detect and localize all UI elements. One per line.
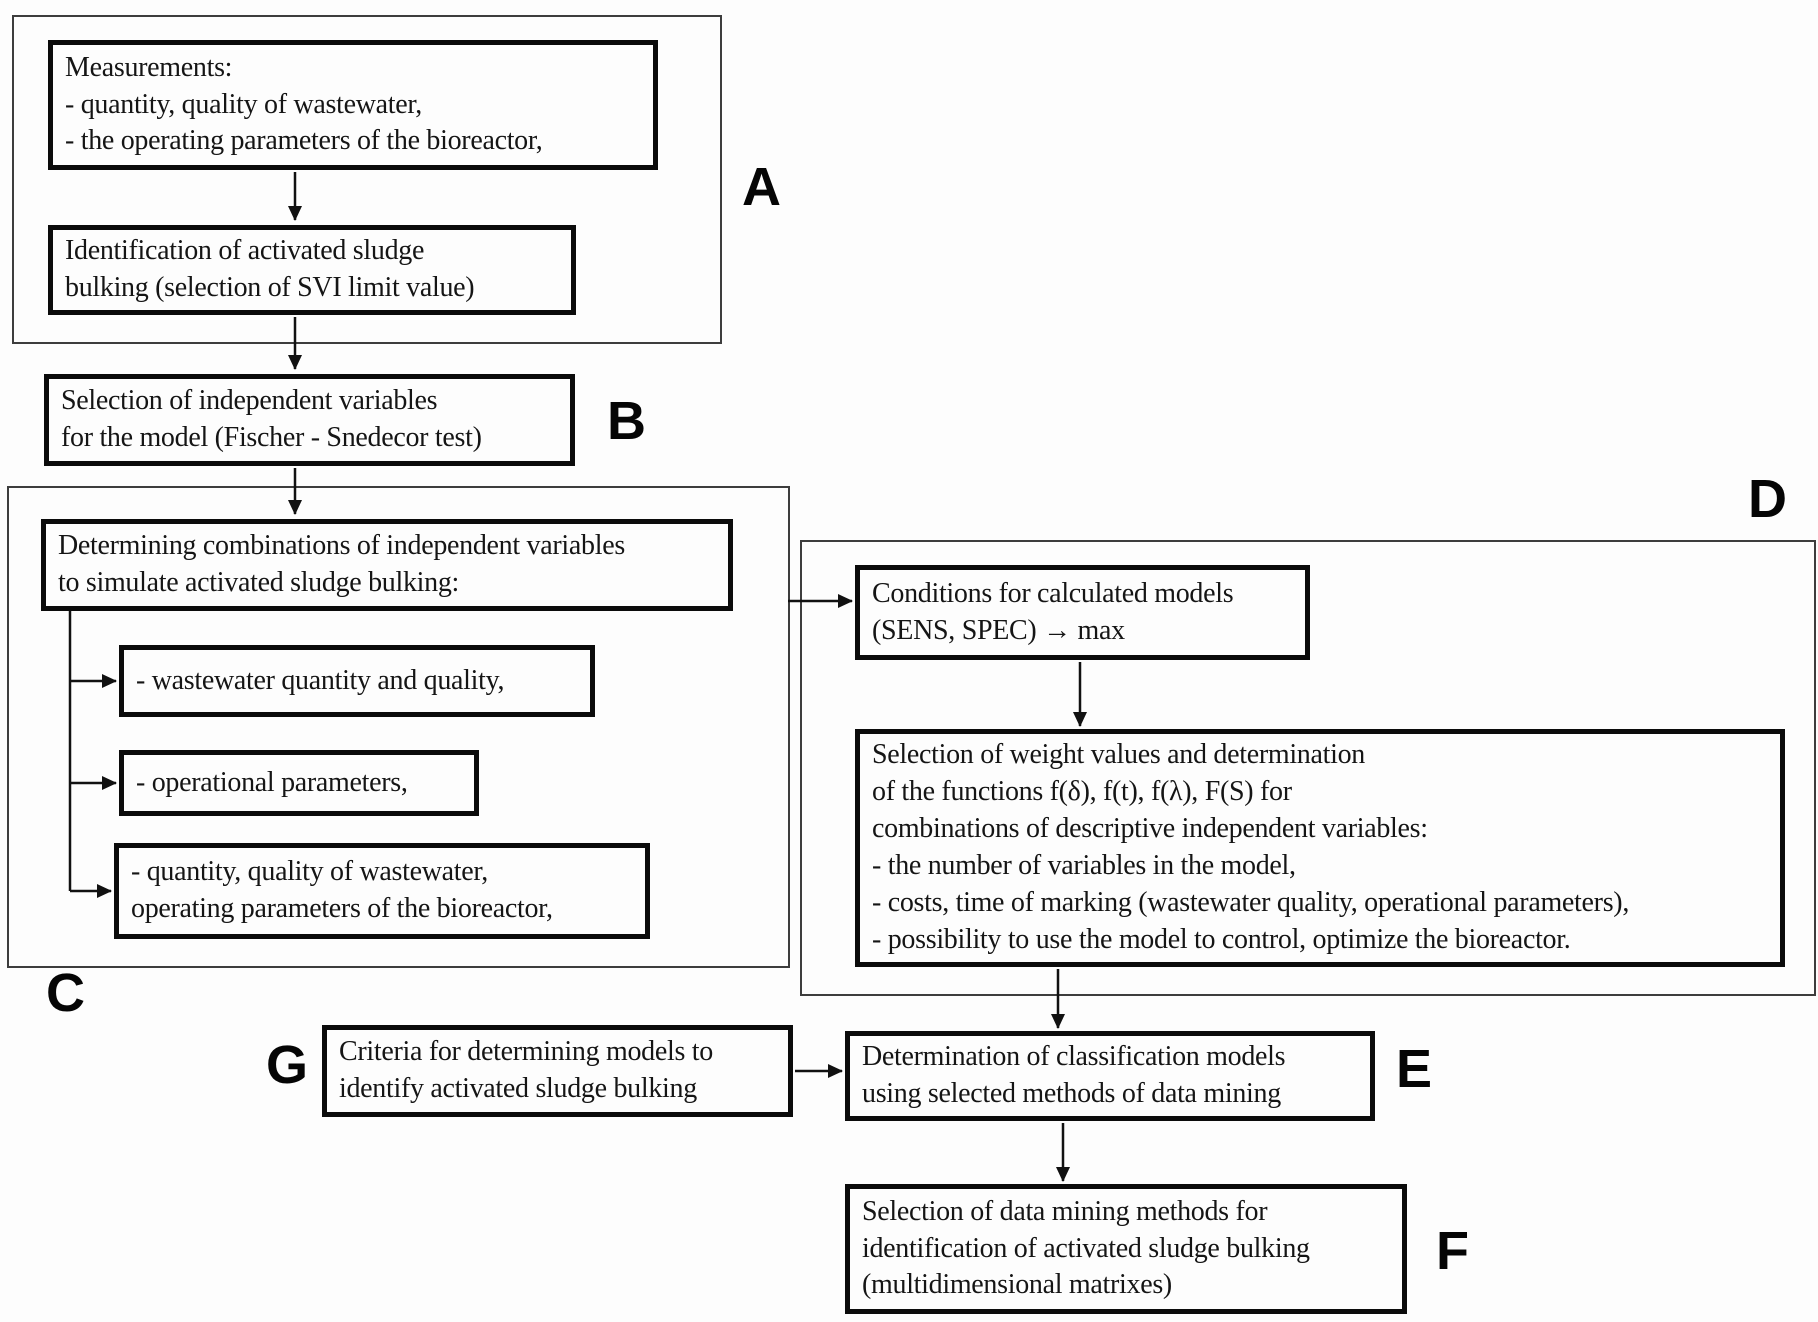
group-a-container bbox=[12, 15, 722, 344]
label-f: F bbox=[1436, 1221, 1469, 1281]
label-e: E bbox=[1396, 1039, 1433, 1099]
box-data-mining-selection: Selection of data mining methods for ide… bbox=[845, 1184, 1407, 1314]
box-wastewater-quantity-quality: - wastewater quantity and quality, bbox=[119, 645, 595, 717]
label-g: G bbox=[266, 1035, 309, 1095]
box-classification-models: Determination of classification models u… bbox=[845, 1031, 1375, 1121]
box-model-conditions: Conditions for calculated models (SENS, … bbox=[855, 565, 1310, 660]
box-variable-selection: Selection of independent variables for t… bbox=[44, 374, 575, 466]
label-d: D bbox=[1748, 469, 1787, 529]
box-quantity-quality-operating: - quantity, quality of wastewater, opera… bbox=[114, 843, 650, 939]
box-sludge-identification: Identification of activated sludge bulki… bbox=[48, 225, 576, 315]
group-d-container bbox=[800, 540, 1816, 996]
box-combinations: Determining combinations of independent … bbox=[41, 519, 733, 611]
label-a: A bbox=[742, 157, 781, 217]
group-c-container bbox=[7, 486, 790, 968]
label-b: B bbox=[607, 391, 646, 451]
box-operational-parameters: - operational parameters, bbox=[119, 750, 479, 816]
box-measurements: Measurements: - quantity, quality of was… bbox=[48, 40, 658, 170]
box-criteria: Criteria for determining models to ident… bbox=[322, 1025, 793, 1117]
label-c: C bbox=[46, 963, 85, 1023]
box-weight-values: Selection of weight values and determina… bbox=[855, 729, 1785, 967]
